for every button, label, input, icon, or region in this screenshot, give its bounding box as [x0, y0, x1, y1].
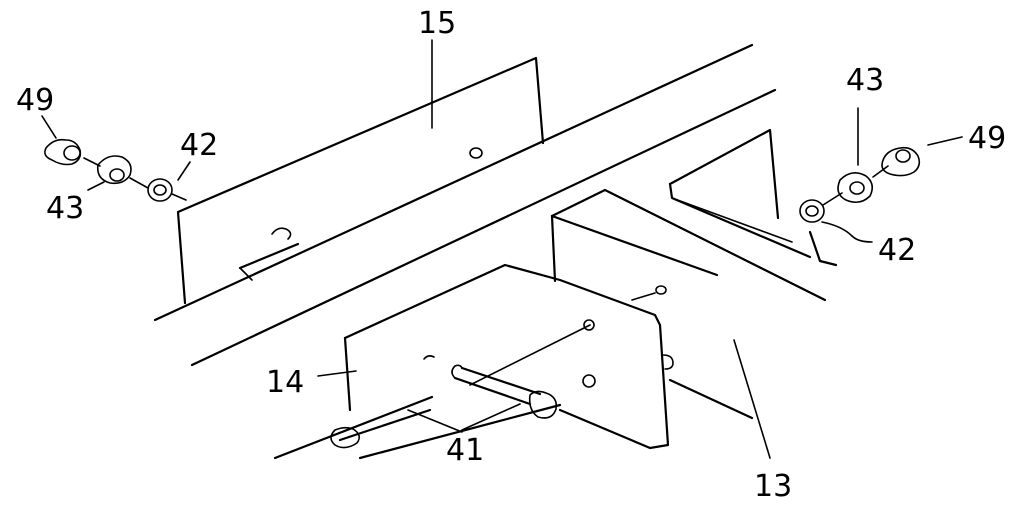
label-15: 15: [418, 6, 456, 41]
label-42-right: 42: [878, 233, 916, 268]
label-42-left: 42: [180, 128, 218, 163]
label-41: 41: [446, 433, 484, 468]
long-beam: [153, 43, 777, 367]
label-13: 13: [754, 469, 792, 504]
right-side-plate: [668, 128, 838, 267]
label-49-left: 49: [16, 83, 54, 118]
label-14: 14: [266, 365, 304, 400]
leader-lines: [41, 39, 963, 459]
label-49-right: 49: [968, 121, 1006, 156]
label-43-left: 43: [46, 191, 84, 226]
left-hardware: [44, 138, 187, 202]
lower-plate-14: [343, 263, 674, 450]
frame-block-13: [550, 188, 827, 420]
label-43-right: 43: [846, 63, 884, 98]
right-hardware: [799, 146, 921, 223]
upper-plate-15: [176, 56, 545, 305]
pins-41: [273, 324, 591, 460]
